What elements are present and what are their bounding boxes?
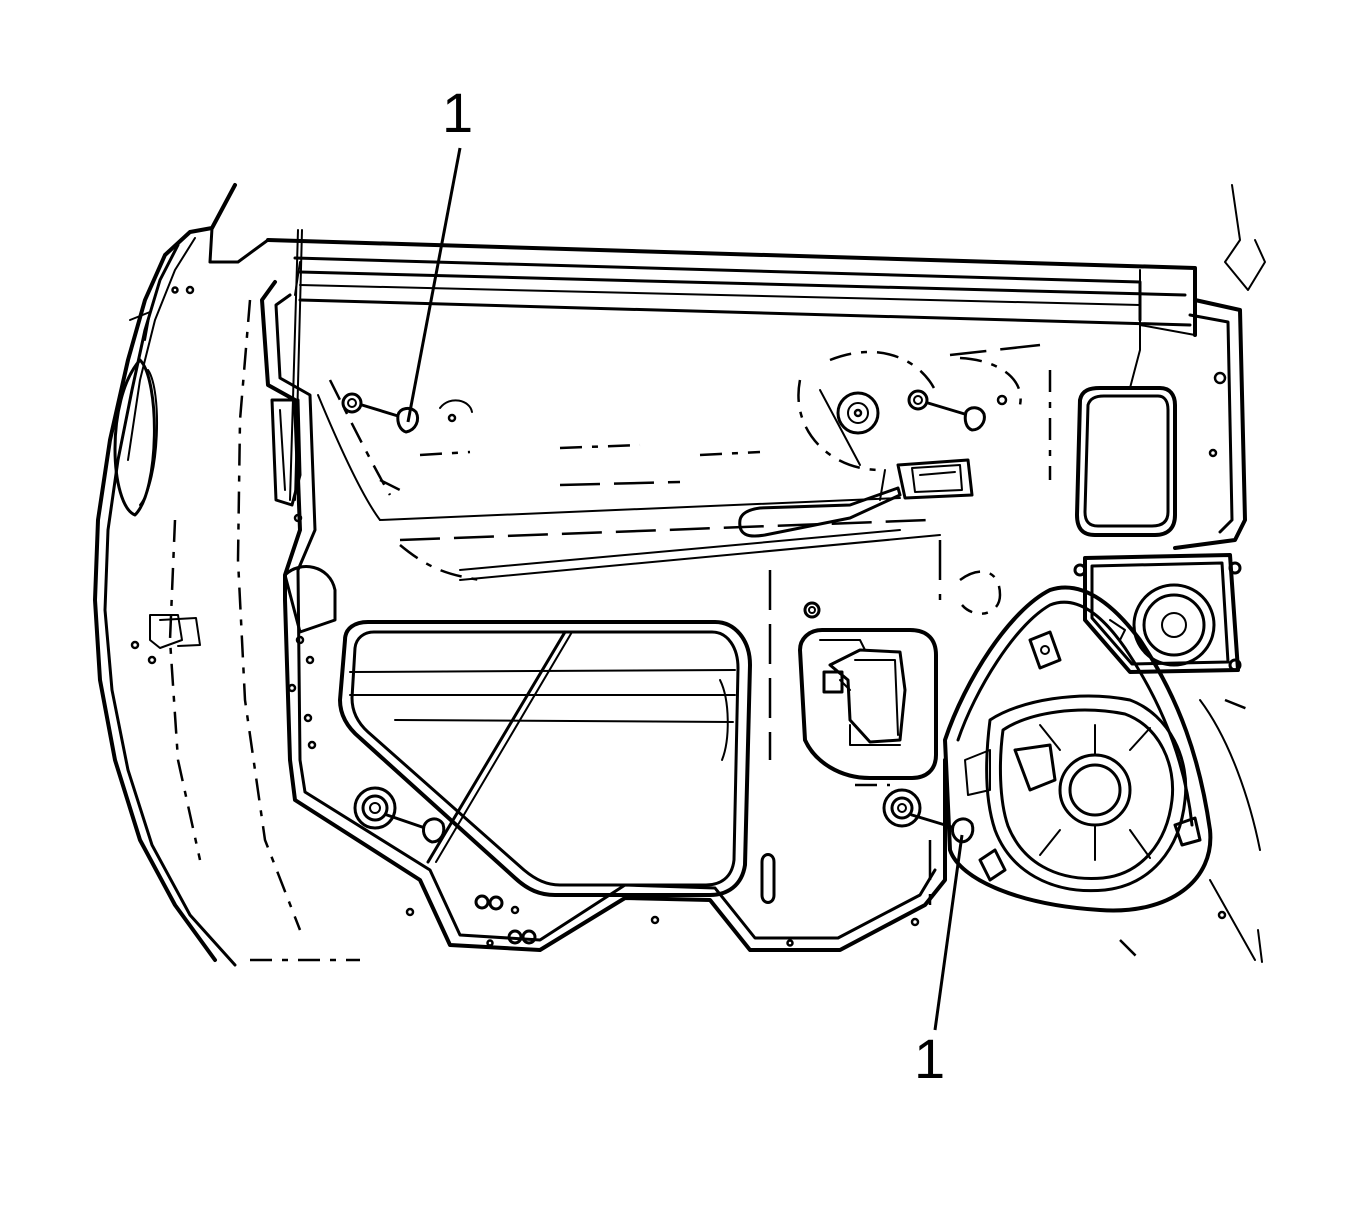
woofer-speaker-assembly: [943, 570, 1263, 963]
upper-panel-features: [317, 343, 1052, 582]
callout-upper: 1: [406, 81, 473, 423]
fastener-lower-right: [882, 788, 975, 844]
lower-access-opening: [338, 620, 752, 897]
callout-lower: 1: [914, 834, 964, 1090]
tweeter-speaker-assembly: [1073, 553, 1242, 674]
door-outer-shell: [93, 183, 302, 967]
callout-upper-leader: [406, 147, 462, 423]
access-hole-upper-right: [1075, 319, 1177, 537]
fastener-upper-right: [907, 389, 1008, 432]
hidden-edge-lines: [250, 443, 1251, 962]
window-belt-rail: [266, 184, 1266, 337]
fastener-upper-left: [341, 392, 473, 434]
inner-panel-outline: [260, 229, 1247, 952]
callout-upper-label: 1: [442, 81, 473, 144]
fasteners: [341, 389, 1008, 945]
window-regulator-motor: [798, 601, 938, 780]
fastener-lower-left: [353, 786, 446, 844]
callout-lower-label: 1: [914, 1027, 945, 1090]
callout-lower-leader: [933, 834, 964, 1031]
